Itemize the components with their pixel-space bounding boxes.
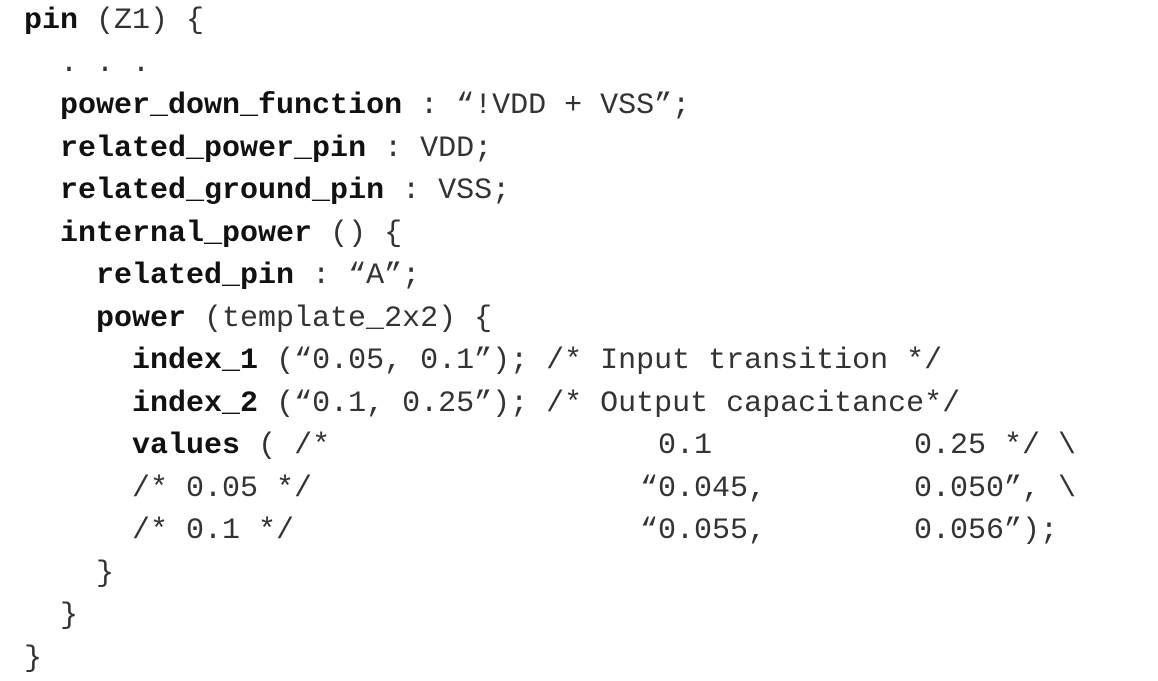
- indent: [24, 302, 96, 336]
- keyword-related-power-pin: related_power_pin: [60, 131, 367, 166]
- code-text: () {: [312, 216, 403, 251]
- code-line-2: . . .: [24, 43, 1144, 86]
- code-listing: pin (Z1) { . . . power_down_function : “…: [24, 0, 1144, 680]
- closing-brace: }: [24, 556, 115, 591]
- values-row2-col2: 0.056”);: [914, 514, 1059, 548]
- keyword-index-2: index_2: [132, 386, 259, 421]
- keyword-power: power: [96, 301, 187, 336]
- indent: [24, 259, 96, 293]
- code-line-10: index_2 (“0.1, 0.25”); /* Output capacit…: [24, 383, 1144, 426]
- indent: [24, 89, 60, 123]
- code-line-11: values ( /* 0.1 0.25 */ \: [24, 425, 1144, 468]
- code-line-8: power (template_2x2) {: [24, 298, 1144, 341]
- code-line-14: }: [24, 553, 1144, 596]
- code-text: : VSS;: [384, 174, 511, 208]
- values-row1-col1: “0.045,: [640, 471, 767, 506]
- code-line-5: related_ground_pin : VSS;: [24, 170, 1144, 213]
- keyword-related-ground-pin: related_ground_pin: [60, 174, 385, 208]
- code-text: ( /*: [240, 429, 331, 463]
- code-text: (“0.1, 0.25”); /* Output capacitance*/: [258, 386, 961, 421]
- indent: [24, 174, 60, 208]
- indent: [24, 344, 132, 378]
- code-line-3: power_down_function : “!VDD + VSS”;: [24, 85, 1144, 128]
- keyword-related-pin: related_pin: [96, 259, 295, 293]
- row-comment: /* 0.05 */: [24, 471, 313, 506]
- row-comment: /* 0.1 */: [24, 514, 295, 548]
- values-row2-col1: “0.055,: [640, 514, 767, 548]
- values-header-col2: 0.25 */ \: [914, 429, 1077, 463]
- values-row1-col2: 0.050”, \: [914, 471, 1077, 506]
- keyword-pin: pin: [24, 4, 79, 38]
- closing-brace: }: [24, 641, 43, 676]
- code-line-15: }: [24, 595, 1144, 638]
- code-text: (“0.05, 0.1”); /* Input transition */: [258, 344, 943, 378]
- values-header-col1: 0.1: [658, 429, 713, 463]
- keyword-internal-power: internal_power: [60, 216, 313, 251]
- indent: [24, 387, 132, 421]
- code-line-12: /* 0.05 */ “0.045, 0.050”, \: [24, 468, 1144, 511]
- keyword-values: values: [132, 429, 241, 463]
- closing-brace: }: [24, 599, 79, 633]
- code-text: (Z1) {: [78, 4, 205, 38]
- code-line-7: related_pin : “A”;: [24, 255, 1144, 298]
- keyword-power-down-function: power_down_function: [60, 89, 403, 123]
- code-line-13: /* 0.1 */ “0.055, 0.056”);: [24, 510, 1144, 553]
- code-text: : “!VDD + VSS”;: [402, 89, 691, 123]
- indent: [24, 429, 132, 463]
- code-text: : VDD;: [366, 131, 493, 166]
- code-line-6: internal_power () {: [24, 213, 1144, 256]
- indent: [24, 217, 60, 251]
- code-line-4: related_power_pin : VDD;: [24, 128, 1144, 171]
- code-line-1: pin (Z1) {: [24, 0, 1144, 43]
- code-line-16: }: [24, 638, 1144, 681]
- code-text: (template_2x2) {: [186, 301, 493, 336]
- indent: [24, 132, 60, 166]
- code-line-9: index_1 (“0.05, 0.1”); /* Input transiti…: [24, 340, 1144, 383]
- ellipsis-text: . . .: [24, 46, 151, 81]
- code-text: : “A”;: [294, 259, 421, 293]
- keyword-index-1: index_1: [132, 344, 259, 378]
